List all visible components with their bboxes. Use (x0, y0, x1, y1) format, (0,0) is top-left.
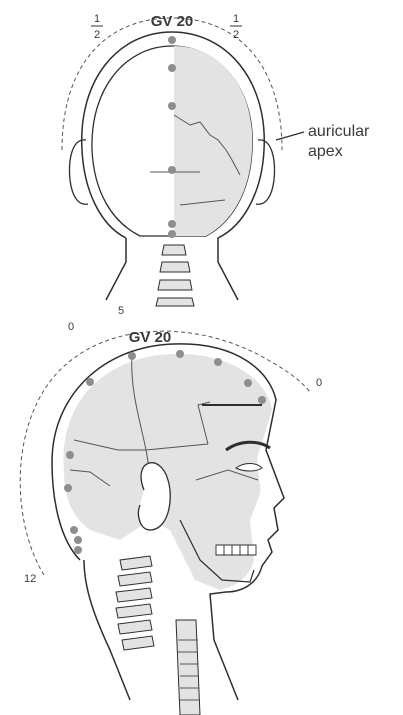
lateral-head-view: GV 20 0 0 5 12 (20, 305, 322, 715)
acupoint[interactable] (168, 102, 176, 110)
acupoint[interactable] (74, 536, 82, 544)
lateral-cervical-spine (116, 556, 154, 650)
posterior-head-view: GV 20 1 2 1 2 auricular apex (62, 13, 370, 306)
top-fraction-right-denominator: 2 (233, 29, 239, 41)
top-fraction-left-numerator: 1 (94, 13, 100, 25)
side-point-label: GV 20 (129, 329, 172, 346)
right-ear (256, 140, 274, 204)
acupoint[interactable] (214, 358, 222, 366)
top-cervical-spine (156, 245, 194, 306)
scale-mark-5: 5 (118, 305, 124, 317)
auricular-leader-line (276, 132, 304, 140)
acupoint[interactable] (258, 396, 266, 404)
scale-mark-0-right: 0 (316, 377, 322, 389)
acupoint[interactable] (168, 166, 176, 174)
scale-mark-12: 12 (24, 573, 36, 585)
skull-right-shaded[interactable] (174, 46, 252, 236)
acupoint[interactable] (70, 526, 78, 534)
acupoint[interactable] (86, 378, 94, 386)
acupoint[interactable] (168, 220, 176, 228)
acupoint[interactable] (66, 451, 74, 459)
auricular-label-line2: apex (308, 143, 343, 160)
lateral-ear (138, 463, 170, 530)
auricular-label-line1: auricular (308, 123, 370, 140)
acupoint[interactable] (168, 230, 176, 238)
top-fraction-right-numerator: 1 (233, 13, 239, 25)
acupoint[interactable] (64, 484, 72, 492)
trachea (176, 620, 200, 715)
scale-mark-0-top: 0 (68, 321, 74, 333)
acupoint[interactable] (128, 352, 136, 360)
acupoint[interactable] (244, 379, 252, 387)
top-point-label: GV 20 (151, 13, 194, 30)
acupoint[interactable] (168, 64, 176, 72)
acupoint[interactable] (74, 546, 82, 554)
acupoint[interactable] (176, 350, 184, 358)
acupoint[interactable] (168, 36, 176, 44)
teeth (216, 545, 256, 555)
top-fraction-left-denominator: 2 (94, 29, 100, 41)
